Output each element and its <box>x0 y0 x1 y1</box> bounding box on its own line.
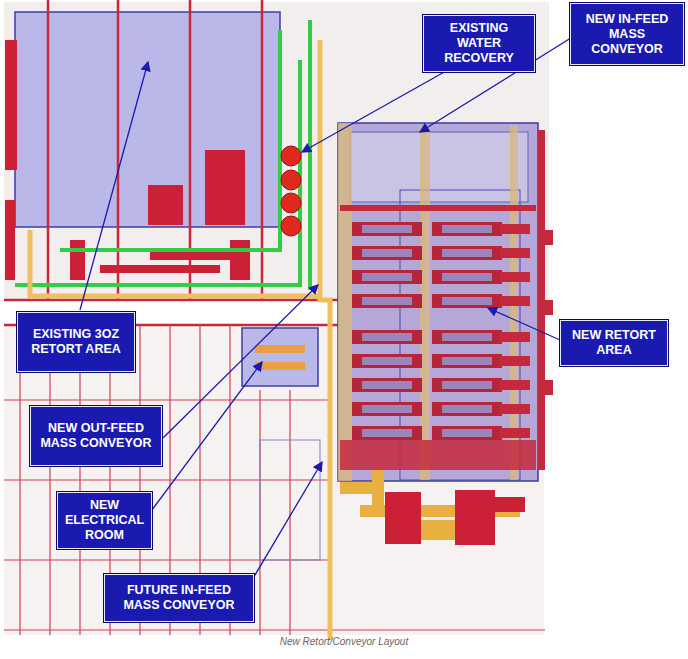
callout-box: NEW OUT-FEED MASS CONVEYOR <box>30 406 162 466</box>
callout-box: NEW ELECTRICAL ROOM <box>57 492 152 549</box>
callout-box: EXISTING 3OZ RETORT AREA <box>17 312 135 372</box>
callout-label: EXISTING WATER RECOVERY <box>428 21 530 66</box>
callout-label: EXISTING 3OZ RETORT AREA <box>22 327 130 357</box>
callout-label: FUTURE IN-FEED MASS CONVEYOR <box>109 583 249 613</box>
callout-label: NEW IN-FEED MASS CONVEYOR <box>575 12 679 57</box>
callout-box: FUTURE IN-FEED MASS CONVEYOR <box>104 574 254 622</box>
callout-label: NEW OUT-FEED MASS CONVEYOR <box>35 421 157 451</box>
callout-label: NEW RETORT AREA <box>565 328 663 358</box>
callout-box: NEW RETORT AREA <box>560 320 668 366</box>
callout-box: NEW IN-FEED MASS CONVEYOR <box>570 3 684 65</box>
figure-caption: New Retort/Conveyor Layout <box>0 636 688 647</box>
callout-box: EXISTING WATER RECOVERY <box>423 15 535 72</box>
callout-label: NEW ELECTRICAL ROOM <box>62 498 147 543</box>
